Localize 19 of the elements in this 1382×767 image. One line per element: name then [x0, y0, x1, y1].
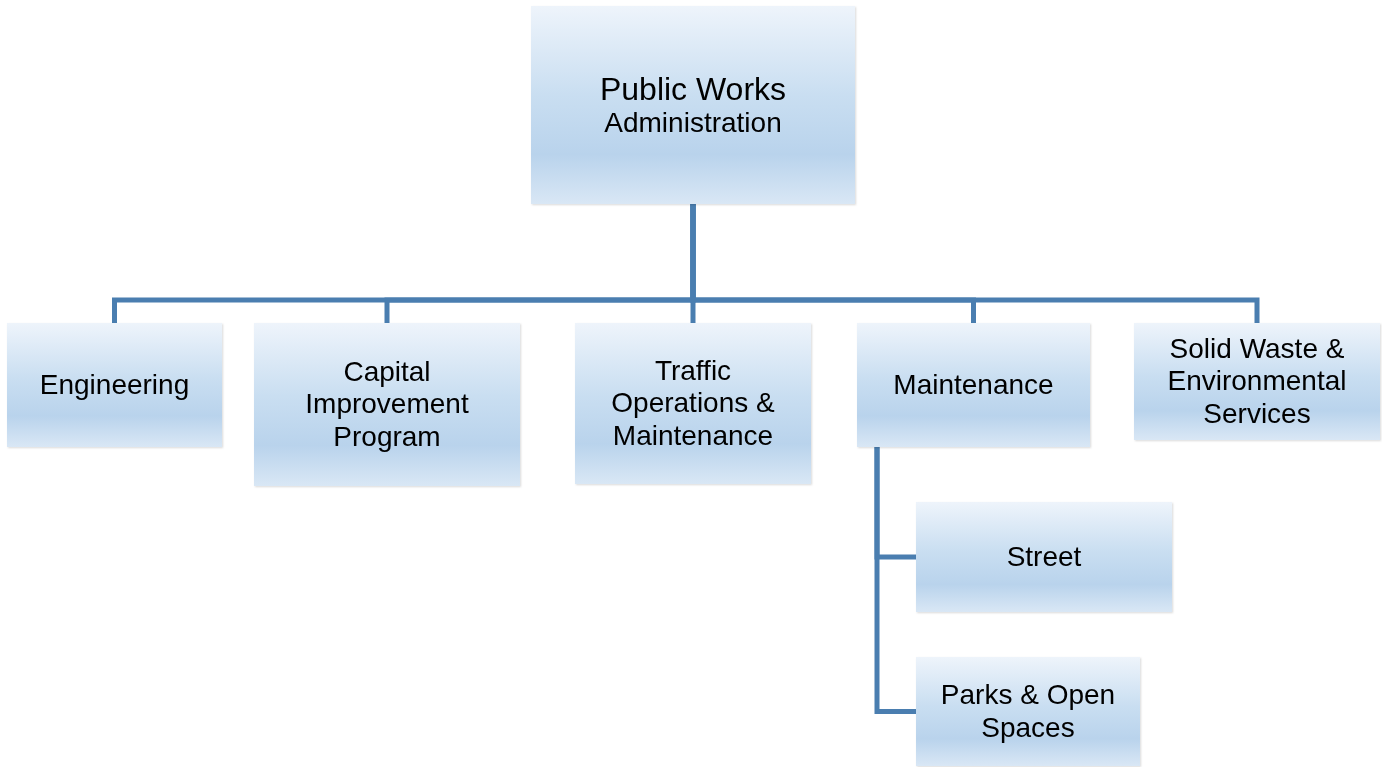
box-title: Public Works: [599, 70, 787, 108]
box-label: Administration: [604, 107, 782, 140]
org-box: [916, 657, 1140, 766]
box-label: Street: [1006, 540, 1082, 574]
connector-line: [690, 204, 1260, 323]
box-label: Solid Waste & Environmental Services: [1166, 333, 1348, 430]
org-box: [857, 323, 1090, 447]
org-box: [531, 6, 855, 204]
connector-line: [874, 447, 916, 714]
org-box: [1134, 323, 1380, 440]
box-label: Parks & Open Spaces: [939, 679, 1117, 744]
org-box: [254, 323, 520, 486]
box-label: Capital Improvement Program: [304, 356, 470, 453]
org-box: [7, 323, 222, 447]
org-box: [575, 323, 811, 484]
org-box: [916, 502, 1172, 612]
box-label: Traffic Operations & Maintenance: [610, 355, 776, 452]
box-label: Maintenance: [893, 368, 1054, 402]
box-label: Engineering: [39, 368, 190, 402]
